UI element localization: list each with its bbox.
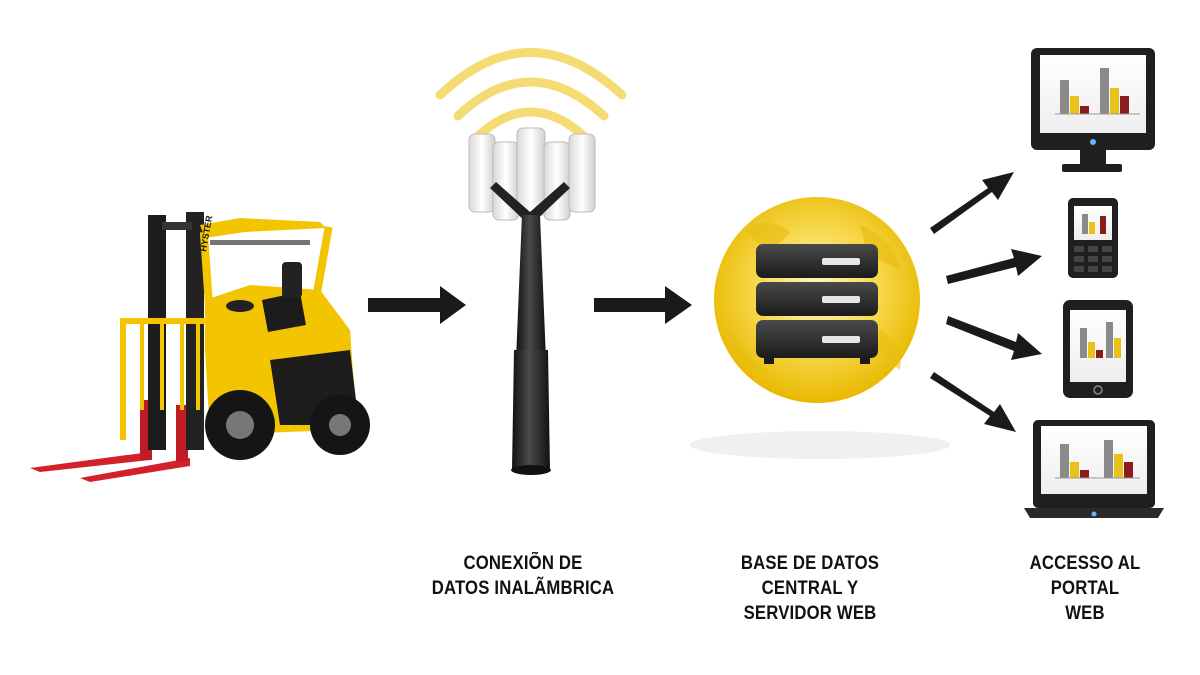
arrow-icon — [946, 249, 1042, 284]
cell-tower-icon — [435, 48, 627, 475]
caption-portal: ACCESSO AL PORTAL WEB — [1010, 551, 1160, 626]
monitor-icon — [1031, 48, 1155, 172]
arrow-icon — [946, 316, 1042, 360]
caption-wireless-line2: DATOS INALÃMBRICA — [431, 578, 615, 599]
tablet-icon — [1063, 300, 1133, 398]
caption-database-line2: CENTRAL Y — [761, 578, 859, 599]
caption-portal-line2: PORTAL — [1050, 578, 1120, 599]
arrow-icon — [368, 286, 466, 324]
caption-database-line3: SERVIDOR WEB — [743, 603, 877, 624]
caption-portal-line3: WEB — [1065, 603, 1105, 624]
caption-portal-line1: ACCESSO AL — [1029, 553, 1141, 574]
caption-wireless: CONEXIÕN DE DATOS INALÃMBRICA — [415, 551, 631, 601]
mini-chart — [1055, 68, 1140, 115]
arrow-icon — [930, 172, 1014, 234]
arrow-icon — [594, 286, 692, 324]
arrow-icon — [930, 372, 1016, 432]
forklift-icon: HYSTER — [30, 212, 370, 482]
laptop-icon — [1024, 420, 1164, 518]
caption-wireless-line1: CONEXIÕN DE — [463, 553, 583, 574]
phone-icon — [1068, 198, 1118, 278]
server-globe-icon — [690, 197, 950, 459]
caption-database: BASE DE DATOS CENTRAL Y SERVIDOR WEB — [713, 551, 907, 626]
caption-database-line1: BASE DE DATOS — [740, 553, 880, 574]
